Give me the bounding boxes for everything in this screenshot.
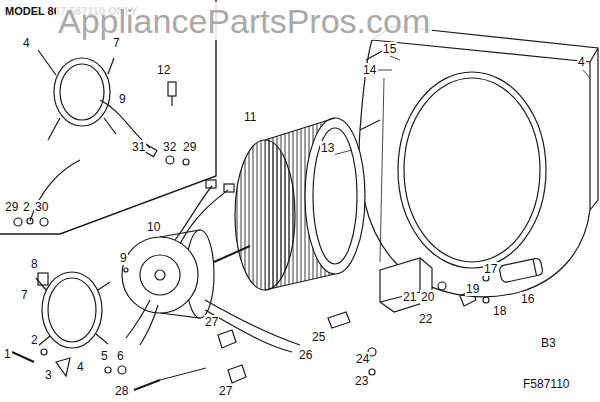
callout-number: 28 [114,384,129,398]
callout-number: 2 [22,200,31,214]
callout-number: 10 [146,220,161,234]
callout-number: 19 [465,282,480,296]
callout-number: 18 [492,304,507,318]
watermark: AppliancePartsPros.com [56,2,432,40]
callout-number: 7 [112,36,121,50]
callout-number: 29 [4,200,19,214]
callout-number: 11 [243,110,257,124]
diagram-code: F587110 [522,377,570,391]
callout-number: 3 [44,368,53,382]
callout-number: 9 [119,251,128,265]
callout-number: 22 [418,312,433,326]
callout-number: 15 [382,42,397,56]
callout-number: 4 [22,36,31,50]
callout-number: 7 [20,288,29,302]
callout-number: 26 [298,348,313,362]
callout-number: 32 [162,140,177,154]
callout-number: 16 [520,292,535,306]
callout-number: 1 [3,347,12,361]
callout-number: 29 [182,140,197,154]
callout-number: 27 [204,315,219,329]
callout-number: 9 [118,92,127,106]
diagram-code: B3 [540,336,557,350]
callout-number: 12 [156,63,171,77]
callout-number: 17 [483,262,498,276]
callout-number: 24 [355,352,370,366]
callout-number: 21 [402,290,417,304]
callout-number: 20 [420,290,435,304]
callout-number: 25 [311,330,326,344]
callout-number: 8 [30,257,39,271]
callout-number: 4 [577,55,586,69]
callout-number: 31 [131,140,146,154]
callout-number: 5 [100,349,109,363]
callout-number: 14 [362,63,377,77]
callout-number: 27 [218,384,233,398]
callout-number: 2 [30,333,39,347]
callout-number: 30 [34,200,49,214]
callout-number: 6 [116,349,125,363]
callout-number: 23 [354,374,369,388]
callout-number: 13 [320,141,335,155]
callout-number: 4 [76,360,85,374]
